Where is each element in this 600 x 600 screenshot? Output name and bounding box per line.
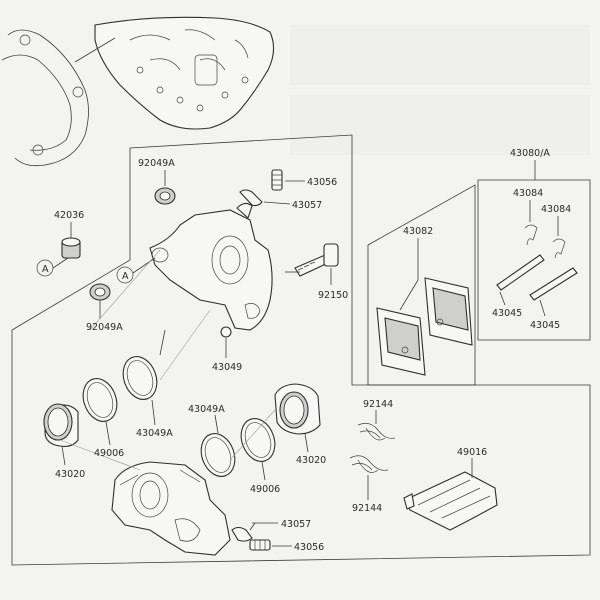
seal-92049a-top	[154, 170, 176, 205]
pad-group-boundary	[367, 184, 476, 386]
gasket-outline	[1, 29, 89, 167]
label-92049a-top: 92049A	[138, 158, 175, 169]
label-49016: 49016	[457, 447, 487, 458]
reference-marker-a-right	[116, 257, 156, 284]
brake-pad-right	[424, 277, 473, 346]
label-43020-right: 43020	[296, 455, 326, 466]
dust-seal-49006-right	[240, 418, 276, 481]
label-92150: 92150	[318, 290, 348, 301]
label-a-right: A	[122, 271, 129, 282]
label-43056-top: 43056	[307, 177, 337, 188]
label-43057-bottom: 43057	[281, 519, 311, 530]
label-43049a-top: 43049A	[188, 404, 225, 415]
leader-guides	[59, 249, 276, 471]
label-92144-bottom: 92144	[352, 503, 382, 514]
piston-43020-left	[43, 403, 79, 466]
pad-spring-bottom	[349, 455, 389, 500]
pad-spring-top	[357, 410, 396, 441]
pad-pin-left	[496, 254, 545, 306]
label-43049a-left: 43049A	[136, 428, 173, 439]
bleeder-cap-bottom	[231, 522, 278, 542]
piston-seal-43049a-right	[200, 414, 236, 477]
label-43084-left: 43084	[513, 188, 543, 199]
piston-43020-right	[274, 383, 321, 453]
label-49006-left: 49006	[94, 448, 124, 459]
caliper-bolt-92150	[285, 243, 339, 285]
label-92049a-bottom: 92049A	[86, 322, 123, 333]
background-text-ghost	[290, 25, 590, 155]
label-92144-top: 92144	[363, 399, 393, 410]
label-43045-left: 43045	[492, 308, 522, 319]
piston-seal-43049a-left	[122, 329, 166, 426]
label-a-left: A	[42, 264, 49, 275]
label-42036: 42036	[54, 210, 84, 221]
bushing-42036	[61, 222, 81, 259]
caliper-bracket-upper	[149, 202, 273, 331]
label-43057-top: 43057	[292, 200, 322, 211]
dust-seal-49006-left	[82, 378, 118, 446]
seal-92049a-bottom	[89, 283, 111, 318]
pad-pin-right	[529, 267, 578, 317]
pin-clip-left	[524, 200, 538, 246]
label-43056-bottom: 43056	[294, 542, 324, 553]
pad-spring-plate-49016	[403, 458, 498, 531]
caliper-body-lower	[111, 461, 231, 556]
bleeder-valve-top	[271, 169, 305, 191]
reference-marker-a-left	[36, 257, 69, 277]
label-43020-left: 43020	[55, 469, 85, 480]
pin-group-boundary	[477, 179, 591, 341]
label-43045-right: 43045	[530, 320, 560, 331]
bleeder-valve-bottom	[249, 539, 292, 551]
label-43049: 43049	[212, 362, 242, 373]
caliper-assembly-boundary	[11, 134, 591, 566]
label-43082: 43082	[403, 226, 433, 237]
label-43084-right: 43084	[541, 204, 571, 215]
label-43080a: 43080/A	[510, 148, 550, 159]
washer-43049	[220, 326, 232, 358]
brake-pad-left	[376, 307, 426, 376]
bleeder-cap-top	[239, 189, 291, 207]
brake-disc	[74, 16, 275, 130]
label-49006-right: 49006	[250, 484, 280, 495]
pin-clip-right	[552, 216, 566, 259]
